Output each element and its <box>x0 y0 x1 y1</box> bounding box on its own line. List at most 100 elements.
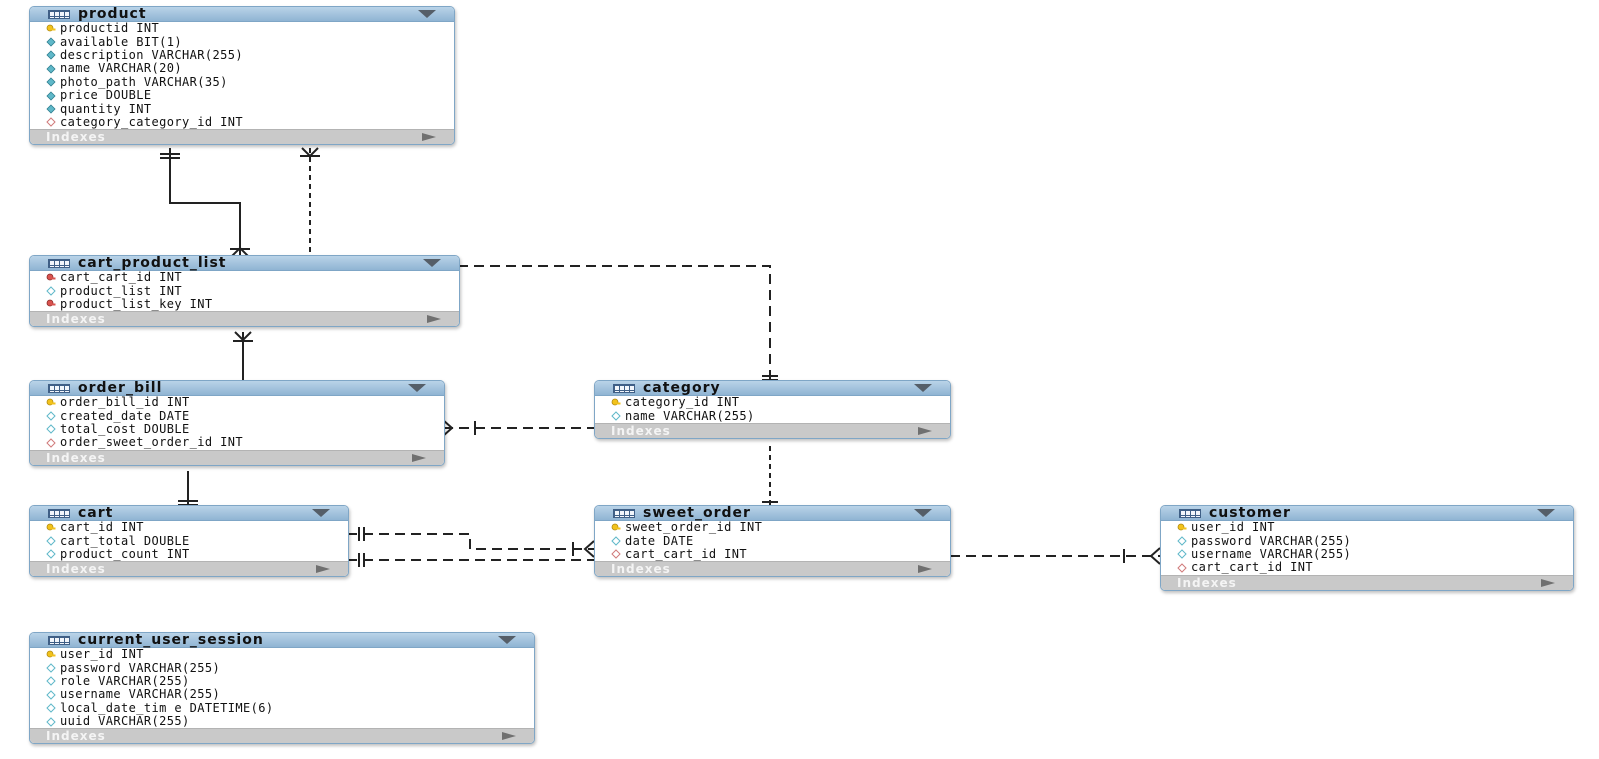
chevron-down-icon[interactable] <box>498 636 516 644</box>
table-header[interactable]: category <box>595 381 950 396</box>
table-header[interactable]: order_bill <box>30 381 444 396</box>
column-row[interactable]: username VARCHAR(255) <box>1161 547 1573 561</box>
table-icon <box>48 635 70 645</box>
indexes-bar[interactable]: Indexes <box>30 311 459 327</box>
expand-arrow-icon[interactable] <box>427 315 441 324</box>
column-row[interactable]: available BIT(1) <box>30 35 454 48</box>
chevron-down-icon[interactable] <box>418 10 436 18</box>
indexes-bar[interactable]: Indexes <box>30 728 534 744</box>
chevron-down-icon[interactable] <box>914 509 932 517</box>
nullable-column-icon <box>46 549 56 560</box>
nullable-column-icon <box>46 663 56 673</box>
table-icon <box>613 383 635 393</box>
indexes-bar[interactable]: Indexes <box>30 449 444 465</box>
column-label: available BIT(1) <box>60 34 182 49</box>
column-label: name VARCHAR(255) <box>625 408 755 423</box>
nullable-column-icon <box>46 690 56 700</box>
column-row[interactable]: uuid VARCHAR(255) <box>30 715 534 728</box>
column-row[interactable]: cart_cart_id INT <box>595 547 950 561</box>
table-header[interactable]: current_user_session <box>30 633 534 648</box>
many-marker <box>583 540 595 558</box>
column-row[interactable]: cart_id INT <box>30 521 348 534</box>
column-row[interactable]: category_category_id INT <box>30 115 454 129</box>
relation-cart-product-list-category <box>458 265 771 385</box>
column-row[interactable]: user_id INT <box>30 648 534 661</box>
column-label: role VARCHAR(255) <box>60 673 190 688</box>
nullable-column-icon <box>1177 536 1187 546</box>
column-row[interactable]: order_bill_id INT <box>30 396 444 409</box>
column-row[interactable]: product_list INT <box>30 284 459 297</box>
many-marker <box>1149 547 1161 565</box>
table-icon <box>48 383 70 393</box>
table-header[interactable]: cart_product_list <box>30 256 459 271</box>
column-row[interactable]: product_count INT <box>30 547 348 561</box>
column-row[interactable]: order_sweet_order_id INT <box>30 436 444 449</box>
chevron-down-icon[interactable] <box>312 509 330 517</box>
indexes-bar[interactable]: Indexes <box>30 129 454 145</box>
indexes-bar[interactable]: Indexes <box>1161 574 1573 590</box>
table-header[interactable]: cart <box>30 506 348 521</box>
expand-arrow-icon[interactable] <box>316 565 330 574</box>
table-header[interactable]: customer <box>1161 506 1573 521</box>
column-label: total_cost DOUBLE <box>60 421 190 436</box>
expand-arrow-icon[interactable] <box>502 732 516 741</box>
column-row[interactable]: date DATE <box>595 534 950 547</box>
primary-foreign-key-icon <box>46 273 56 283</box>
chevron-down-icon[interactable] <box>408 384 426 392</box>
column-label: product_list INT <box>60 283 182 298</box>
column-row[interactable]: cart_cart_id INT <box>1161 561 1573 574</box>
chevron-down-icon[interactable] <box>1537 509 1555 517</box>
chevron-down-icon[interactable] <box>423 259 441 267</box>
column-row[interactable]: description VARCHAR(255) <box>30 48 454 62</box>
column-row[interactable]: name VARCHAR(255) <box>595 409 950 422</box>
indexes-bar[interactable]: Indexes <box>595 561 950 577</box>
column-row[interactable]: product_list_key INT <box>30 297 459 311</box>
column-row[interactable]: price DOUBLE <box>30 89 454 102</box>
column-row[interactable]: password VARCHAR(255) <box>1161 534 1573 547</box>
column-label: order_sweet_order_id INT <box>60 435 243 450</box>
expand-arrow-icon[interactable] <box>918 426 932 435</box>
column-row[interactable]: username VARCHAR(255) <box>30 688 534 701</box>
table-title: cart_product_list <box>78 255 227 271</box>
column-row[interactable]: password VARCHAR(255) <box>30 661 534 674</box>
expand-arrow-icon[interactable] <box>412 453 426 462</box>
indexes-bar[interactable]: Indexes <box>595 422 950 438</box>
column-row[interactable]: photo_path VARCHAR(35) <box>30 75 454 89</box>
column-row[interactable]: created_date DATE <box>30 409 444 422</box>
indexes-bar[interactable]: Indexes <box>30 561 348 577</box>
table-title: sweet_order <box>643 505 751 521</box>
column-row[interactable]: local_date_tim e DATETIME(6) <box>30 701 534 715</box>
nullable-column-icon <box>46 536 56 546</box>
primary-key-icon <box>46 523 56 533</box>
column-row[interactable]: sweet_order_id INT <box>595 521 950 534</box>
column-row[interactable]: name VARCHAR(20) <box>30 62 454 75</box>
column-row[interactable]: user_id INT <box>1161 521 1573 534</box>
column-label: category_id INT <box>625 395 740 410</box>
column-label: username VARCHAR(255) <box>60 687 221 702</box>
column-row[interactable]: category_id INT <box>595 396 950 409</box>
expand-arrow-icon[interactable] <box>422 133 436 142</box>
column-row[interactable]: role VARCHAR(255) <box>30 673 534 688</box>
table-icon <box>613 508 635 518</box>
column-row[interactable]: productid INT <box>30 22 454 35</box>
column-row[interactable]: cart_cart_id INT <box>30 271 459 284</box>
column-row[interactable]: cart_total DOUBLE <box>30 534 348 547</box>
expand-arrow-icon[interactable] <box>1541 578 1555 587</box>
column-row[interactable]: total_cost DOUBLE <box>30 421 444 436</box>
table-header[interactable]: product <box>30 7 454 22</box>
column-row[interactable]: quantity INT <box>30 102 454 115</box>
chevron-down-icon[interactable] <box>914 384 932 392</box>
primary-key-icon <box>46 24 56 34</box>
expand-arrow-icon[interactable] <box>918 565 932 574</box>
table-header[interactable]: sweet_order <box>595 506 950 521</box>
